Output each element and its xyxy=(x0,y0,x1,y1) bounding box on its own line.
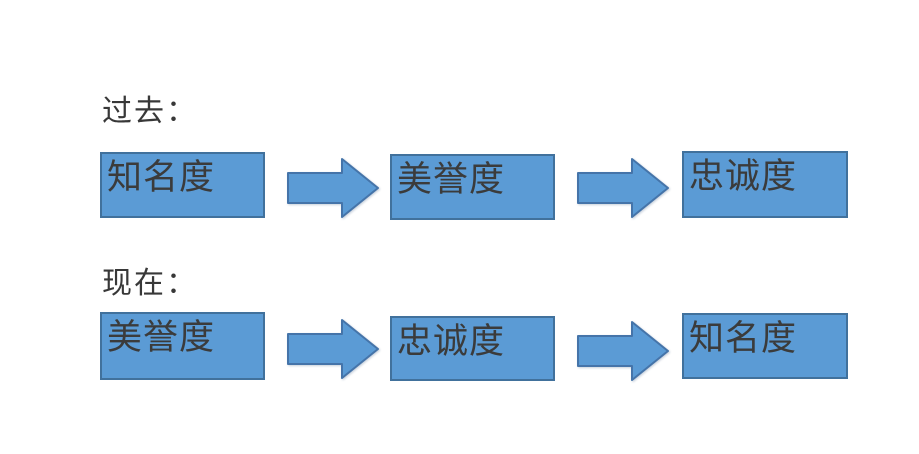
box-now-awareness: 知名度 xyxy=(682,313,848,379)
box-past-reputation: 美誉度 xyxy=(390,154,555,220)
arrow-right-icon xyxy=(577,157,670,219)
row-label-now: 现在： xyxy=(102,266,198,301)
box-past-awareness: 知名度 xyxy=(100,152,265,218)
box-now-loyalty: 忠诚度 xyxy=(390,316,555,381)
box-past-loyalty: 忠诚度 xyxy=(682,151,848,218)
row-label-past: 过去： xyxy=(102,94,198,129)
arrow-right-icon xyxy=(287,318,380,380)
arrow-right-icon xyxy=(287,157,380,219)
box-now-reputation: 美誉度 xyxy=(100,312,265,380)
arrow-right-icon xyxy=(577,320,670,382)
